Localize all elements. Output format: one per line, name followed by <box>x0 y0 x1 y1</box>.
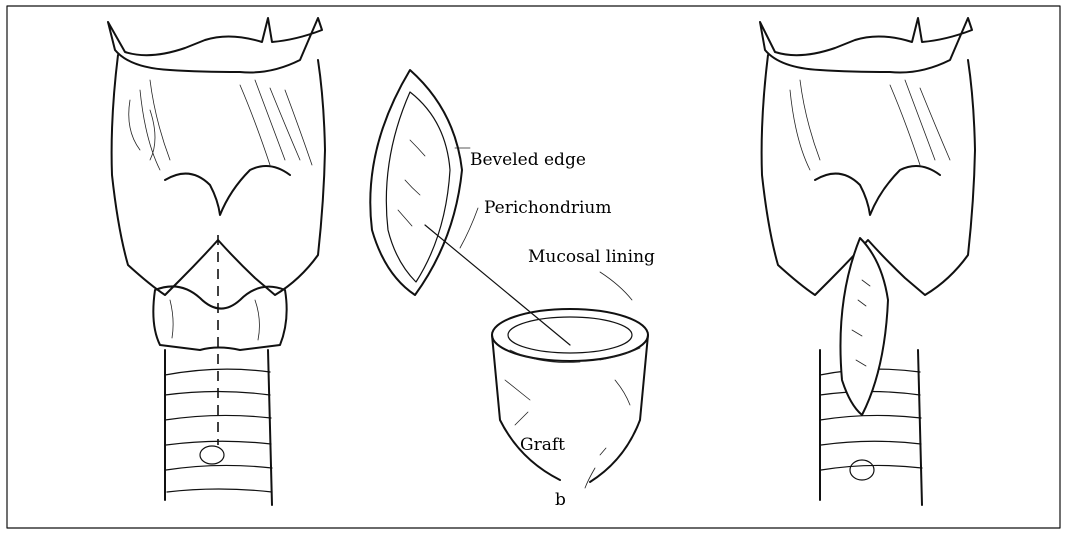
label-beveled-edge: Beveled edge <box>470 150 586 170</box>
thyroid-notch <box>165 166 290 215</box>
inserted-graft <box>840 238 888 415</box>
leader-graft <box>585 468 595 488</box>
cricoid-shading <box>170 300 259 340</box>
leader-mucosal-lining <box>600 272 632 300</box>
panel-letter: b <box>555 490 566 510</box>
cylinder-walls <box>492 335 648 482</box>
cylinder-shading <box>505 348 640 405</box>
label-mucosal-lining: Mucosal lining <box>528 247 655 267</box>
graft-piece-outer <box>370 70 462 295</box>
label-graft: Graft <box>520 435 565 455</box>
graft-diagram <box>370 70 648 488</box>
label-perichondrium: Perichondrium <box>484 198 611 218</box>
leader-perichondrium-long <box>425 225 570 345</box>
right-membrane-lines <box>790 80 950 170</box>
hyoid-bone <box>108 18 322 73</box>
graft-piece-shading <box>398 140 425 226</box>
right-stoma <box>850 460 874 480</box>
right-larynx-drawing <box>760 18 975 505</box>
right-hyoid-bone <box>760 18 972 73</box>
cylinder-top-inner <box>508 317 632 353</box>
left-stoma <box>200 446 224 464</box>
leader-perichondrium <box>460 208 478 248</box>
left-larynx-drawing <box>108 18 325 505</box>
cricoid-cartilage <box>153 286 286 350</box>
right-thyroid-notch <box>815 166 940 215</box>
membrane-lines <box>129 80 312 170</box>
